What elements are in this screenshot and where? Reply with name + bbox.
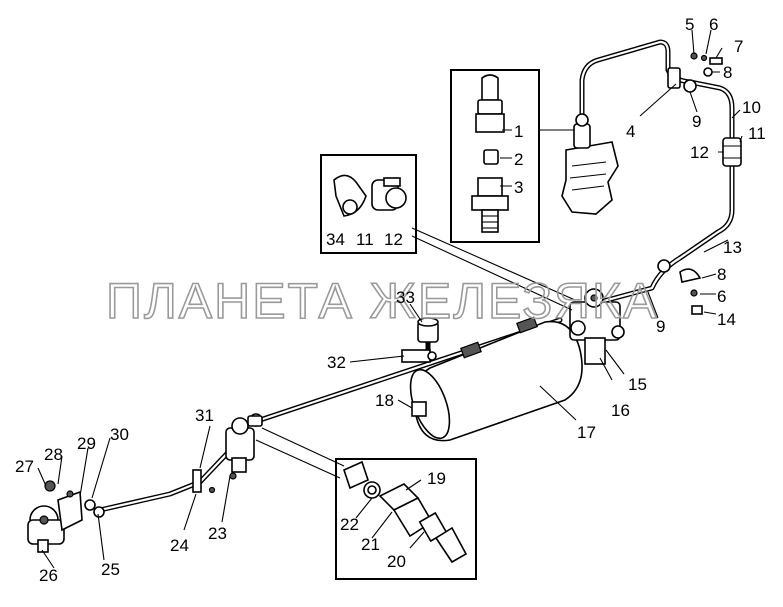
- callout-33: 33: [396, 288, 415, 307]
- callout-12-inset: 12: [384, 230, 403, 249]
- callout-10: 10: [742, 98, 761, 117]
- watermark-text: ПЛАНЕТА ЖЕЛЕЗЯКА: [106, 273, 658, 329]
- bolt-clamp-icon: [657, 259, 703, 315]
- elbow-fitting-icon: [333, 174, 407, 217]
- callout-28: 28: [44, 445, 63, 464]
- callout-8-top: 8: [723, 63, 732, 82]
- callout-15: 15: [628, 375, 647, 394]
- callout-14: 14: [717, 310, 736, 329]
- rear-valve-icon: [27, 480, 105, 553]
- callout-30: 30: [110, 425, 129, 444]
- callout-22: 22: [340, 515, 359, 534]
- callout-32: 32: [327, 353, 346, 372]
- callout-13: 13: [723, 238, 742, 257]
- leader-lines: [37, 29, 743, 569]
- inset-coupling-detail: [335, 458, 477, 580]
- pipe-clamp-icon: [667, 52, 723, 93]
- callout-26: 26: [39, 566, 58, 585]
- callout-21: 21: [361, 535, 380, 554]
- pressure-regulator-icon: [569, 288, 625, 365]
- callout-25: 25: [101, 560, 120, 579]
- compressor-icon: [561, 113, 619, 215]
- callout-29: 29: [77, 434, 96, 453]
- callout-11-top: 11: [748, 124, 766, 143]
- callout-labels: 1 2 3 4 5 6 7 8 9 10 11 12 13 8 6 14 9 1…: [15, 15, 766, 585]
- callout-23: 23: [208, 524, 227, 543]
- callout-4: 4: [626, 122, 635, 141]
- callout-9-bottom: 9: [656, 317, 665, 336]
- inset-sensor-detail: [450, 69, 540, 243]
- callout-24: 24: [170, 536, 189, 555]
- callout-5: 5: [685, 15, 694, 34]
- callout-6-top: 6: [709, 15, 718, 34]
- pipe-sleeve-icon: [722, 137, 742, 167]
- callout-34: 34: [326, 230, 345, 249]
- pressure-sensor-icon: [471, 74, 509, 233]
- callout-16: 16: [611, 401, 630, 420]
- callout-7: 7: [734, 37, 743, 56]
- callout-31: 31: [195, 406, 214, 425]
- callout-19: 19: [427, 469, 446, 488]
- callout-2: 2: [514, 150, 523, 169]
- callout-17: 17: [577, 423, 596, 442]
- callout-9-top: 9: [692, 112, 701, 131]
- callout-3: 3: [514, 178, 523, 197]
- callout-18: 18: [375, 391, 394, 410]
- tee-fitting-icon: [401, 317, 439, 363]
- callout-20: 20: [387, 552, 406, 571]
- callout-27: 27: [15, 457, 34, 476]
- brake-valve-icon: [225, 413, 263, 480]
- callout-8-bottom: 8: [717, 265, 726, 284]
- callout-6-bottom: 6: [717, 287, 726, 306]
- callout-12-top: 12: [690, 143, 709, 162]
- callout-11-inset: 11: [356, 230, 374, 249]
- coupling-fitting-icon: [343, 460, 468, 564]
- inset-elbow-detail: [320, 154, 417, 254]
- callout-1: 1: [514, 122, 523, 141]
- bracket-icon: [192, 469, 216, 494]
